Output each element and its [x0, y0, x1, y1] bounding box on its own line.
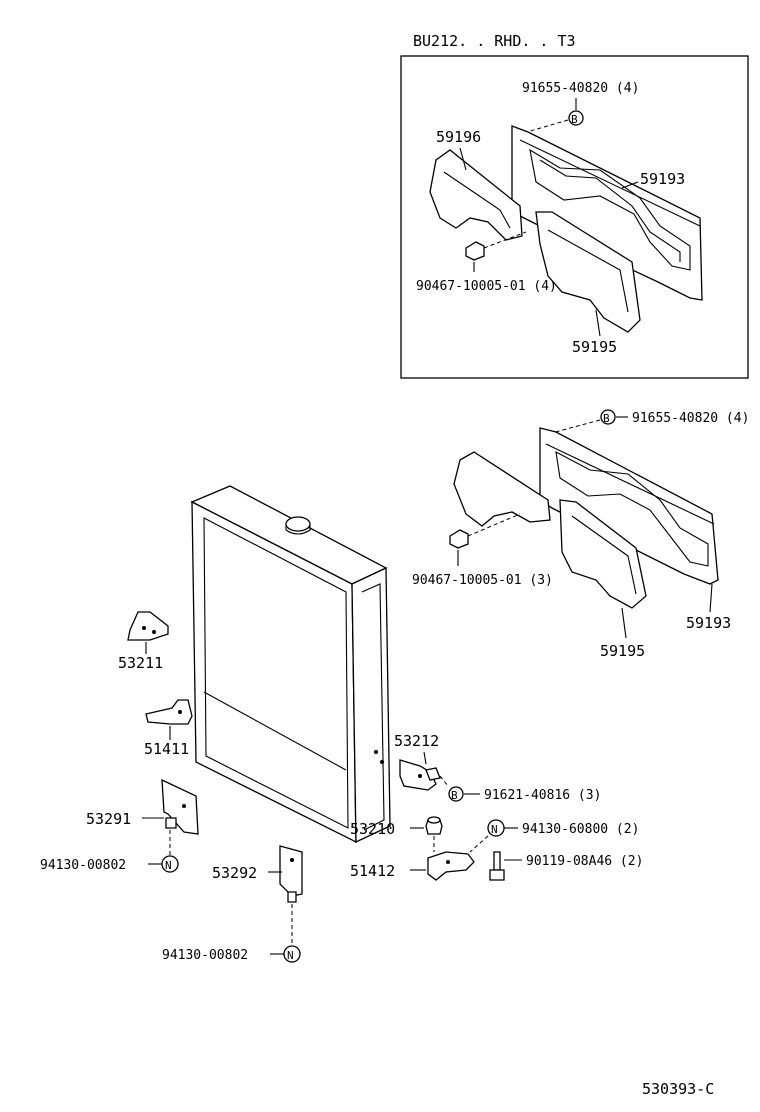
- svg-text:N: N: [165, 859, 172, 872]
- main-label-59193: 59193: [686, 614, 731, 632]
- diagram-code: 530393-C: [642, 1080, 714, 1098]
- label-nut-bottom: 94130-00802: [162, 948, 248, 963]
- part-53210: [425, 816, 443, 835]
- part-51411: [145, 699, 193, 725]
- inset-part-59195: [535, 211, 641, 333]
- part-53211: [127, 611, 169, 641]
- nut-right-n-symbol: N: [487, 819, 505, 837]
- inset-title: BU212. . RHD. . T3: [413, 32, 576, 50]
- main-part-59195: [559, 499, 647, 609]
- nut-left-n-symbol: N: [161, 855, 179, 873]
- svg-text:B: B: [603, 412, 610, 425]
- label-bolt-right: 90119-08A46 (2): [526, 854, 643, 869]
- inset-part-59196: [429, 149, 523, 241]
- label-51411: 51411: [144, 740, 189, 758]
- inset-label-clip: 90467-10005-01 (4): [416, 279, 557, 294]
- part-51412: [427, 851, 475, 881]
- svg-text:N: N: [287, 949, 294, 962]
- main-label-59195: 59195: [600, 642, 645, 660]
- inset-label-59193: 59193: [640, 170, 685, 188]
- inset-label-59196: 59196: [436, 128, 481, 146]
- bolt-mid-b-symbol: B: [448, 786, 464, 802]
- radiator: [190, 485, 391, 844]
- main-label-clip: 90467-10005-01 (3): [412, 573, 553, 588]
- main-part-59196: [453, 451, 551, 527]
- label-53210: 53210: [350, 820, 395, 838]
- inset-frame: [400, 55, 749, 379]
- part-53291: [161, 778, 199, 835]
- label-53212: 53212: [394, 732, 439, 750]
- inset-b-symbol: B: [568, 110, 584, 126]
- label-53291: 53291: [86, 810, 131, 828]
- inset-label-59195: 59195: [572, 338, 617, 356]
- label-nut-right: 94130-60800 (2): [522, 822, 639, 837]
- nut-bottom-n-symbol: N: [283, 945, 301, 963]
- svg-text:B: B: [571, 113, 578, 126]
- inset-clip-90467: [465, 241, 485, 261]
- svg-text:N: N: [491, 823, 498, 836]
- part-53292: [279, 845, 303, 903]
- radiator-cap: [285, 516, 311, 532]
- main-clip-90467: [449, 529, 469, 549]
- bolt-90119: [489, 851, 505, 881]
- inset-label-bolt-top: 91655-40820 (4): [522, 81, 639, 96]
- label-nut-left: 94130-00802: [40, 858, 126, 873]
- part-53212: [399, 759, 441, 791]
- svg-text:B: B: [451, 789, 458, 802]
- label-51412: 51412: [350, 862, 395, 880]
- label-53292: 53292: [212, 864, 257, 882]
- main-b-symbol-top: B: [600, 409, 616, 425]
- label-bolt-mid: 91621-40816 (3): [484, 788, 601, 803]
- label-53211: 53211: [118, 654, 163, 672]
- main-label-bolt-top: 91655-40820 (4): [632, 411, 749, 426]
